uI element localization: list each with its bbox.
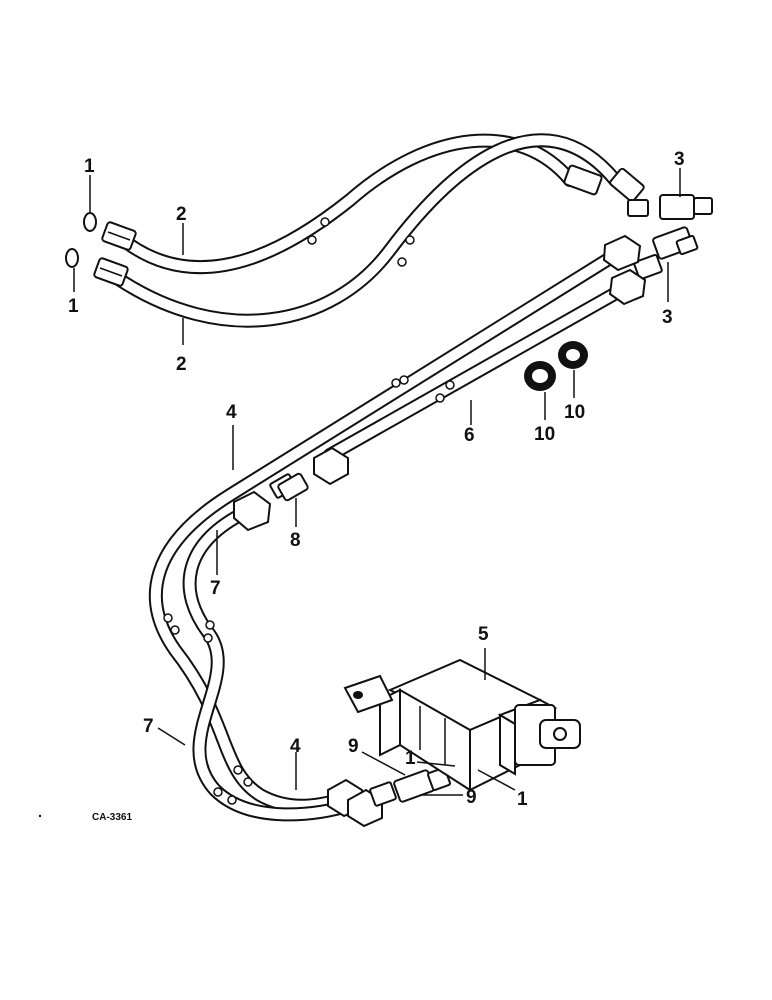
- fitting-middle: [233, 446, 349, 532]
- diagram-code: CA-3361: [92, 812, 132, 823]
- callout-7-lower: 7: [143, 716, 154, 737]
- callout-10-right: 10: [564, 402, 585, 423]
- callout-5: 5: [478, 624, 489, 645]
- callout-8: 8: [290, 530, 301, 551]
- hydraulic-cylinder-5: [343, 658, 581, 792]
- callout-3-bottom: 3: [662, 307, 673, 328]
- callout-1-left: 1: [68, 296, 79, 317]
- callout-9-bottom: 9: [466, 787, 477, 808]
- stray-dot: [38, 814, 42, 818]
- fitting-upper-right: [563, 164, 649, 217]
- adapter-8: [277, 472, 309, 502]
- leader-lines: [73, 168, 681, 796]
- fitting-upper-left: [93, 221, 137, 287]
- callout-6: 6: [464, 425, 475, 446]
- callout-4-lower: 4: [290, 736, 301, 757]
- callout-9-top: 9: [348, 736, 359, 757]
- callout-3-top: 3: [674, 149, 685, 170]
- o-ring-1-left: [65, 212, 97, 268]
- callout-2-bottom: 2: [176, 354, 187, 375]
- callout-1-cylinder-top: 1: [405, 748, 416, 769]
- callout-1-cylinder-bottom: 1: [517, 789, 528, 810]
- hose-6-7: [182, 281, 632, 822]
- tee-fitting-3: [633, 194, 713, 280]
- hose-clips: [163, 217, 455, 805]
- callouts: 1 1 2 2 3 3 4 6 10 10 8 7 5 7 4 9 1 9 1: [68, 149, 685, 810]
- callout-2-top: 2: [176, 204, 187, 225]
- callout-4-upper: 4: [226, 402, 237, 423]
- fitting-lower: [327, 778, 397, 828]
- hose-2-upper: [123, 133, 577, 275]
- callout-7-upper: 7: [210, 578, 221, 599]
- fitting-hose-4-6-right: [602, 234, 647, 306]
- callout-1-top: 1: [84, 156, 95, 177]
- seal-10-right: [558, 341, 588, 369]
- hose-2-lower: [113, 133, 622, 328]
- callout-10-left: 10: [534, 424, 555, 445]
- seal-10-left: [524, 361, 556, 391]
